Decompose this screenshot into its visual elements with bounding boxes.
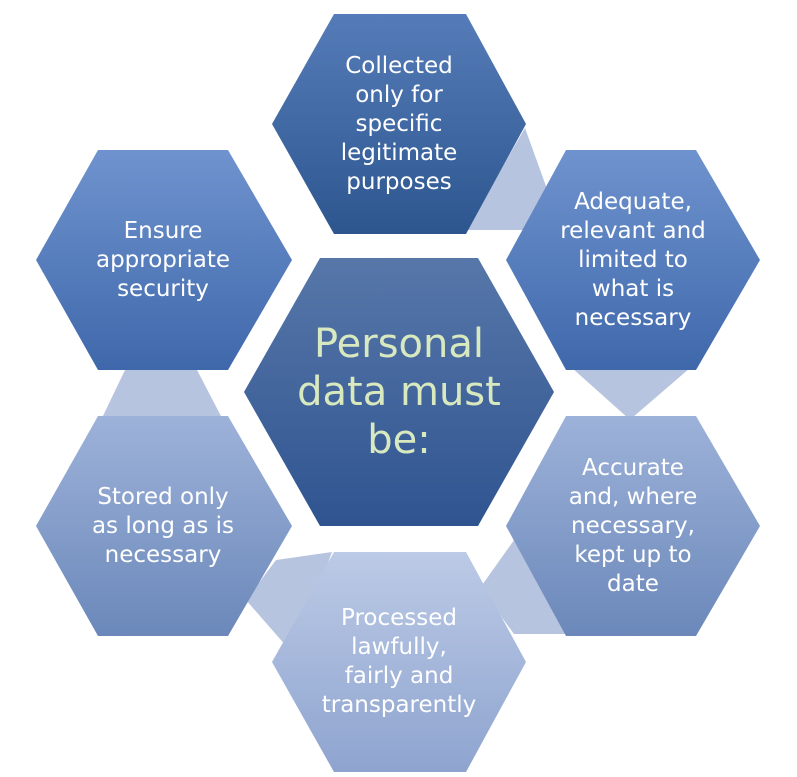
label-line: lawfully, — [351, 634, 447, 660]
label-security: Ensure appropriate security — [64, 150, 262, 370]
label-line: Adequate, — [574, 188, 692, 215]
label-line: date — [607, 570, 659, 597]
hexagon-minimisation — [506, 150, 760, 370]
label-line: only for — [355, 81, 443, 108]
connectors — [102, 128, 690, 655]
label-line: transparently — [321, 692, 477, 718]
hexagon-purpose — [272, 14, 526, 234]
label-line: Processed — [341, 605, 457, 631]
label-line: what is — [591, 275, 675, 302]
label-line: kept up to — [574, 541, 692, 568]
label-line: necessary — [574, 304, 692, 331]
label-line: purposes — [346, 168, 452, 195]
label-line: Stored only — [97, 483, 229, 510]
label-storage: Stored only as long as is necessary — [64, 416, 262, 636]
label-line: security — [117, 275, 209, 302]
hexagon-lawfulness — [272, 552, 526, 772]
center-title-line: data — [297, 369, 388, 415]
label-line: necessary — [104, 541, 222, 568]
connector-bottom-right — [480, 512, 566, 634]
label-line: necessary, — [571, 512, 695, 539]
label-line: fairly and — [344, 663, 454, 689]
hexagon-center — [244, 258, 554, 526]
label-line: limited to — [578, 246, 688, 273]
label-accuracy: Accurate and, where necessary, kept up t… — [534, 416, 732, 636]
label-line: Accurate — [582, 454, 684, 481]
hexagon-storage — [36, 416, 292, 636]
label-line: appropriate — [95, 246, 231, 273]
label-line: as long as is — [91, 512, 235, 539]
label-lawfulness: Processed lawfully, fairly and transpare… — [300, 572, 498, 752]
connector-bottom-left — [246, 552, 332, 655]
connector-top-right — [466, 128, 551, 230]
center-title: Personal data must be: — [270, 268, 528, 516]
label-line: specific — [355, 110, 443, 137]
connector-right — [572, 368, 690, 418]
label-line: and, where — [568, 483, 698, 510]
label-purpose: Collected only for specific legitimate p… — [300, 14, 498, 234]
label-minimisation: Adequate, relevant and limited to what i… — [534, 150, 732, 370]
label-line: legitimate — [340, 139, 458, 166]
label-line: Collected — [345, 52, 453, 79]
connector-left — [102, 368, 222, 418]
label-line: relevant and — [560, 217, 706, 244]
center-title-line: must be: — [367, 369, 501, 463]
label-line: Ensure — [123, 217, 203, 244]
hexagon-accuracy — [506, 416, 760, 636]
hexagon-security — [36, 150, 292, 370]
center-title-line: Personal — [313, 321, 485, 367]
